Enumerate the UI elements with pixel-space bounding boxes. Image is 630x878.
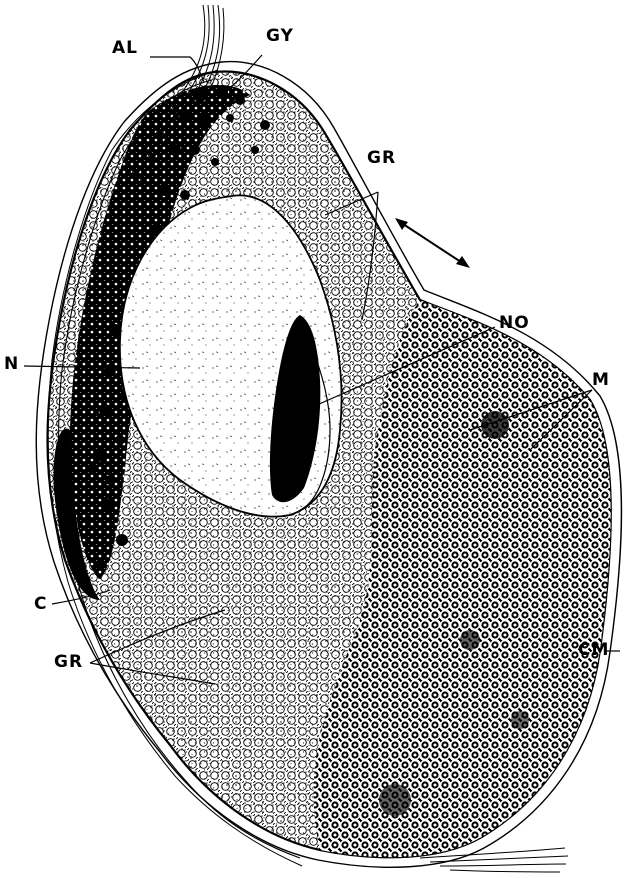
label-al: AL bbox=[112, 40, 138, 57]
label-cm: CM bbox=[578, 642, 609, 659]
label-gr-bottom: GR bbox=[54, 654, 83, 671]
label-gr-top: GR bbox=[367, 150, 396, 167]
label-c: C bbox=[34, 596, 47, 613]
label-n: N bbox=[4, 356, 19, 373]
label-m: M bbox=[592, 372, 610, 389]
label-no: NO bbox=[499, 315, 530, 332]
direction-arrow bbox=[395, 218, 470, 268]
label-gy: GY bbox=[266, 28, 294, 45]
